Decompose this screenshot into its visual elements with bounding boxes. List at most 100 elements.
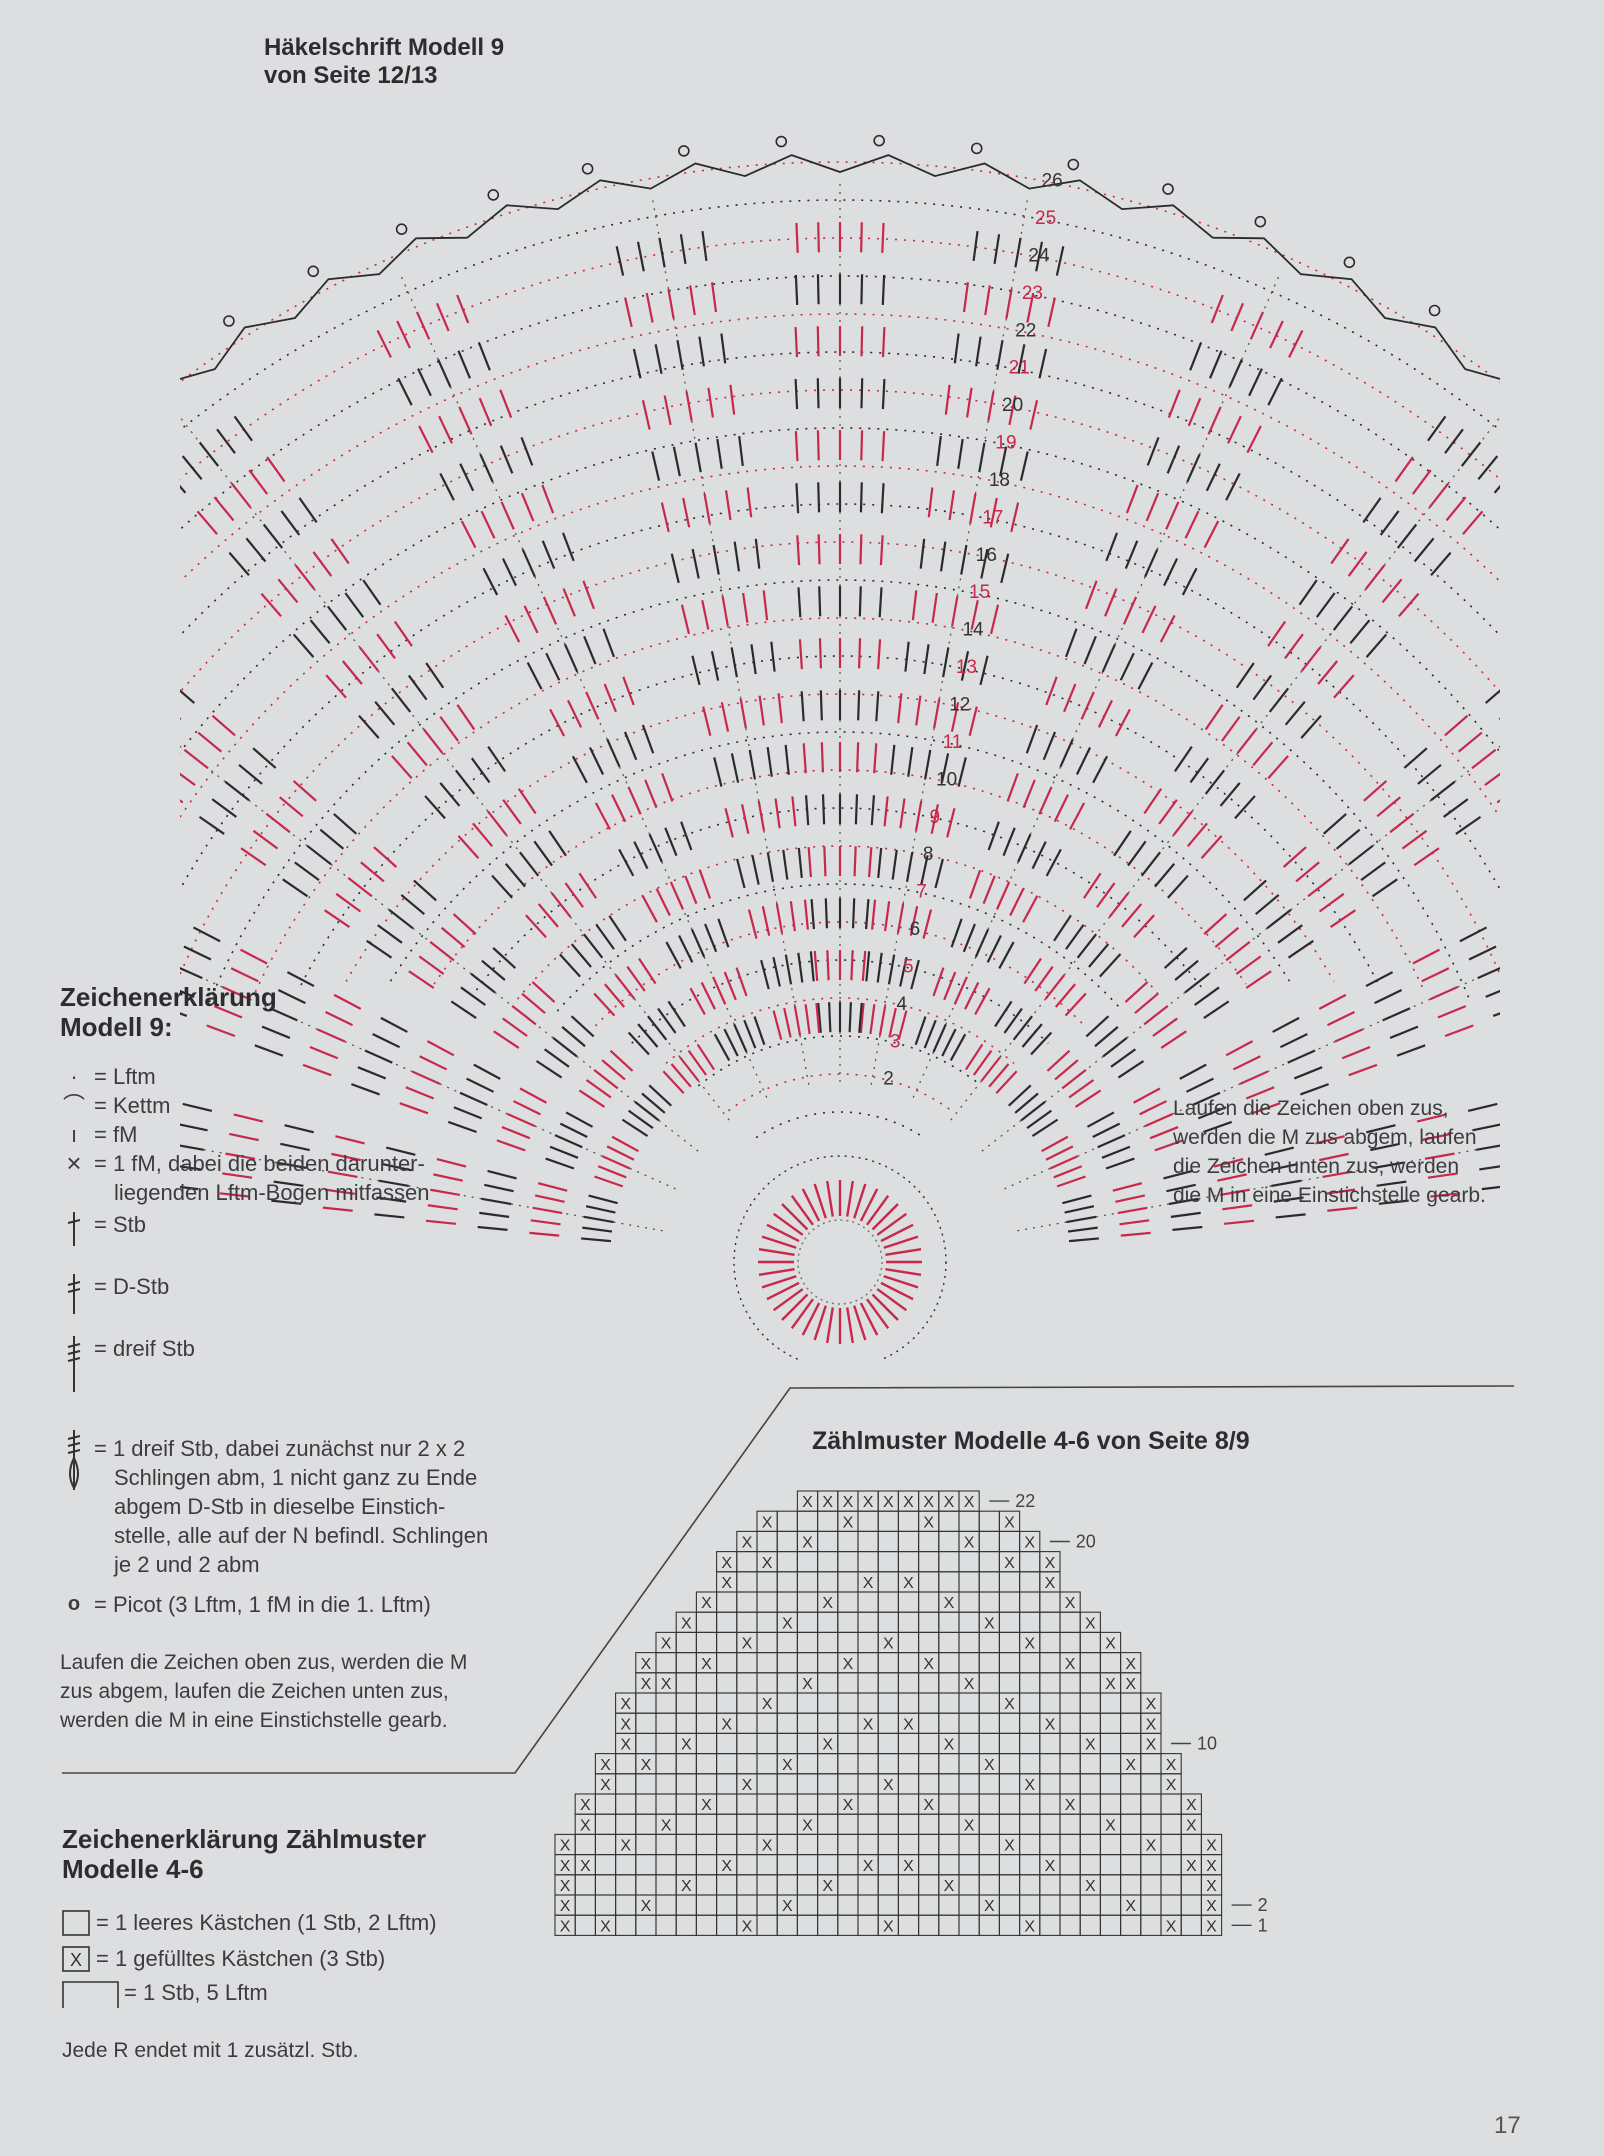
grid-cell	[756, 1631, 778, 1654]
grid-x-mark: X	[620, 1737, 631, 1754]
stitch-mark	[1012, 1015, 1033, 1041]
grid-cell	[918, 1753, 940, 1775]
stitch-mark	[425, 662, 445, 689]
stitch-mark	[479, 1211, 510, 1218]
stitch-mark	[273, 1180, 304, 1187]
stitch-mark	[269, 1007, 298, 1022]
stitch-mark	[333, 993, 362, 1010]
stitch-mark	[1376, 796, 1401, 818]
grid-cell	[1079, 1894, 1101, 1916]
stitch-mark	[627, 786, 642, 815]
stitch-mark	[526, 661, 543, 690]
stitch-mark	[1000, 553, 1010, 584]
grid-cell	[716, 1914, 738, 1936]
grid-cell	[837, 1773, 859, 1795]
stitch-mark	[761, 906, 771, 936]
stitch-mark	[735, 967, 748, 997]
grid-cell	[1120, 1874, 1142, 1896]
stitch-mark	[1056, 1175, 1086, 1188]
stitch-mark	[660, 502, 670, 533]
grid-cell	[837, 1732, 859, 1755]
grid-cell	[796, 1692, 819, 1714]
stitch-mark	[478, 397, 493, 427]
stitch-mark	[504, 862, 526, 888]
grid-cell	[615, 1894, 637, 1916]
stitch-mark	[753, 1016, 766, 1046]
grid-x-mark: X	[721, 1716, 732, 1733]
grid-cell	[756, 1874, 778, 1896]
stitch-mark	[944, 384, 951, 415]
grid-cell	[1140, 1813, 1162, 1835]
stitch-mark	[609, 1049, 634, 1072]
stitch-mark	[493, 1030, 520, 1049]
stitch-mark	[860, 378, 864, 409]
stitch-mark	[1097, 699, 1113, 728]
stitch-mark	[1204, 769, 1226, 795]
stitch-mark	[1268, 1162, 1298, 1172]
stitch-mark	[1413, 847, 1440, 867]
grid-cell	[756, 1591, 778, 1613]
side-note-line: die Zeichen unten zus, werden	[1173, 1155, 1460, 1178]
stitch-mark	[870, 795, 876, 826]
grid-cell	[857, 1692, 879, 1714]
grid-x-mark: X	[701, 1797, 712, 1814]
stitch-mark	[647, 1015, 668, 1041]
grid-cell	[615, 1793, 637, 1815]
stitch-mark	[405, 1086, 435, 1100]
stitch-mark	[1115, 1194, 1146, 1203]
stitch-mark	[939, 541, 947, 572]
grid-cell	[837, 1611, 859, 1633]
grid-cell	[1059, 1874, 1081, 1896]
stitch-mark	[1154, 862, 1176, 888]
grid-x-mark: X	[802, 1676, 813, 1693]
grid-cell	[837, 1530, 859, 1553]
stitch-mark	[802, 743, 807, 774]
stitch-mark	[859, 482, 863, 513]
stitch-mark	[772, 1010, 783, 1040]
stitch-mark	[1232, 1055, 1261, 1071]
grid-cell	[655, 1914, 677, 1936]
grid-cell	[695, 1894, 718, 1916]
stitch-mark	[1444, 1024, 1474, 1038]
stitch-mark	[552, 1037, 578, 1058]
stitch-mark	[804, 1004, 811, 1035]
grid-cell	[998, 1914, 1021, 1936]
ring-stitch	[825, 1180, 834, 1217]
grid-x-mark: X	[661, 1636, 672, 1653]
grid-x-mark: X	[1186, 1797, 1197, 1814]
stitch-mark	[724, 807, 734, 838]
grid-cell	[594, 1793, 617, 1815]
grid-cell	[1099, 1894, 1122, 1916]
stitch-mark	[1249, 311, 1265, 340]
stitch-mark	[1273, 1196, 1304, 1203]
stitch-mark	[1413, 537, 1435, 563]
stitch-mark	[860, 274, 864, 305]
stitch-mark	[730, 647, 738, 678]
stitch-mark	[1396, 523, 1418, 549]
stitch-mark	[857, 638, 862, 669]
grid-cell	[1180, 1894, 1202, 1916]
round-number-label: 23	[1022, 283, 1043, 304]
grid-cell	[877, 1793, 899, 1815]
stitch-mark	[1445, 496, 1467, 522]
stitch-mark	[962, 282, 970, 313]
stitch-mark	[511, 1005, 537, 1026]
stitch-mark	[1122, 596, 1138, 625]
grid-cell	[756, 1672, 778, 1694]
stitch-mark	[707, 387, 714, 418]
stitch-mark	[456, 294, 470, 324]
stitch-mark	[1271, 1179, 1302, 1188]
stitch-mark	[583, 1215, 614, 1224]
stitch-mark	[848, 1002, 852, 1033]
stitch-mark	[1184, 510, 1200, 539]
stitch-mark	[924, 749, 932, 780]
grid-cell	[1160, 1894, 1182, 1916]
grid-cell	[796, 1591, 819, 1613]
stitch-mark	[823, 846, 827, 877]
stitch-mark	[1047, 297, 1056, 328]
grid-x-mark: X	[721, 1575, 732, 1592]
grid-cell	[675, 1672, 697, 1694]
stitch-mark	[1119, 1219, 1150, 1226]
stitch-mark	[1381, 578, 1403, 604]
stitch-mark	[762, 590, 769, 621]
